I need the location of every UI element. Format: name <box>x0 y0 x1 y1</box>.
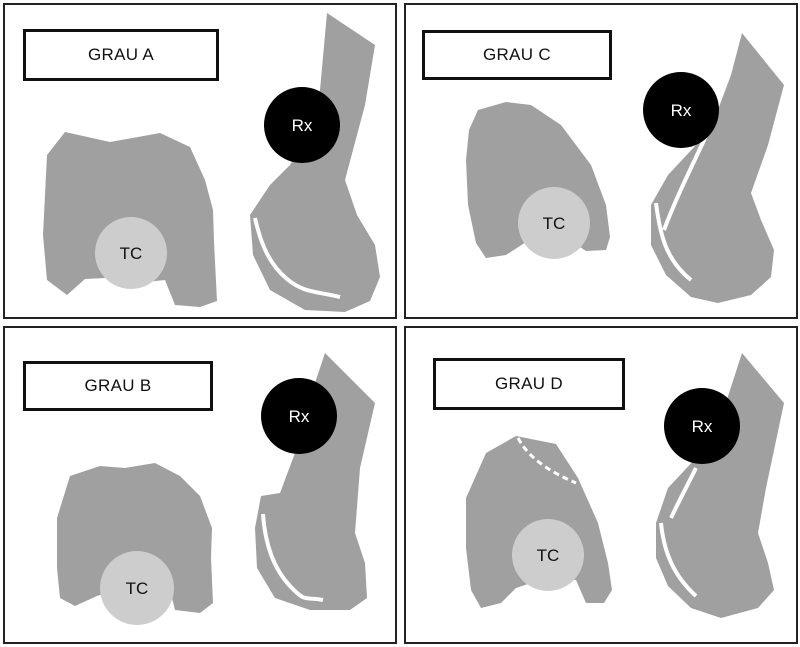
rx-circle <box>264 87 340 163</box>
rx-label: Rx <box>692 417 713 436</box>
tc-circle <box>518 187 590 259</box>
tc-circle <box>95 217 167 289</box>
panel-title: GRAU D <box>433 358 625 410</box>
tc-circle <box>100 551 174 625</box>
sagittal-bone-shape <box>651 33 784 303</box>
physis-line <box>253 217 341 299</box>
panel-grau-d: GRAU D TC Rx <box>404 326 798 644</box>
grau-d-drawing: TC Rx <box>466 353 784 618</box>
sagittal-bone-shape <box>255 353 375 610</box>
grau-b-drawing: TC Rx <box>57 353 375 625</box>
tc-circle <box>512 519 584 591</box>
physis-line-lower <box>654 202 693 282</box>
sagittal-bone-shape <box>250 13 380 312</box>
axial-bone-shape <box>57 463 213 613</box>
sagittal-bone-shape <box>656 353 784 618</box>
rx-label: Rx <box>671 101 692 120</box>
rx-circle <box>643 72 719 148</box>
rx-circle <box>664 388 740 464</box>
physis-line-lower <box>659 522 698 598</box>
tc-label: TC <box>126 579 149 598</box>
panel-title: GRAU A <box>23 29 219 81</box>
rx-label: Rx <box>289 407 310 426</box>
panel-grau-a: GRAU A TC Rx <box>3 3 397 319</box>
physis-line <box>261 513 324 602</box>
physis-line <box>669 467 698 519</box>
panel-title: GRAU C <box>422 30 612 80</box>
rx-label: Rx <box>292 116 313 135</box>
tc-label: TC <box>537 546 560 565</box>
panel-grau-c: GRAU C TC Rx <box>404 3 798 319</box>
panel-title: GRAU B <box>23 361 213 411</box>
fracture-line <box>516 437 577 485</box>
grau-c-drawing: TC Rx <box>466 33 784 303</box>
rx-circle <box>261 378 337 454</box>
tc-label: TC <box>120 244 143 263</box>
grau-a-drawing: TC Rx <box>43 13 380 312</box>
tc-label: TC <box>543 214 566 233</box>
panel-grau-b: GRAU B TC Rx <box>3 326 397 644</box>
